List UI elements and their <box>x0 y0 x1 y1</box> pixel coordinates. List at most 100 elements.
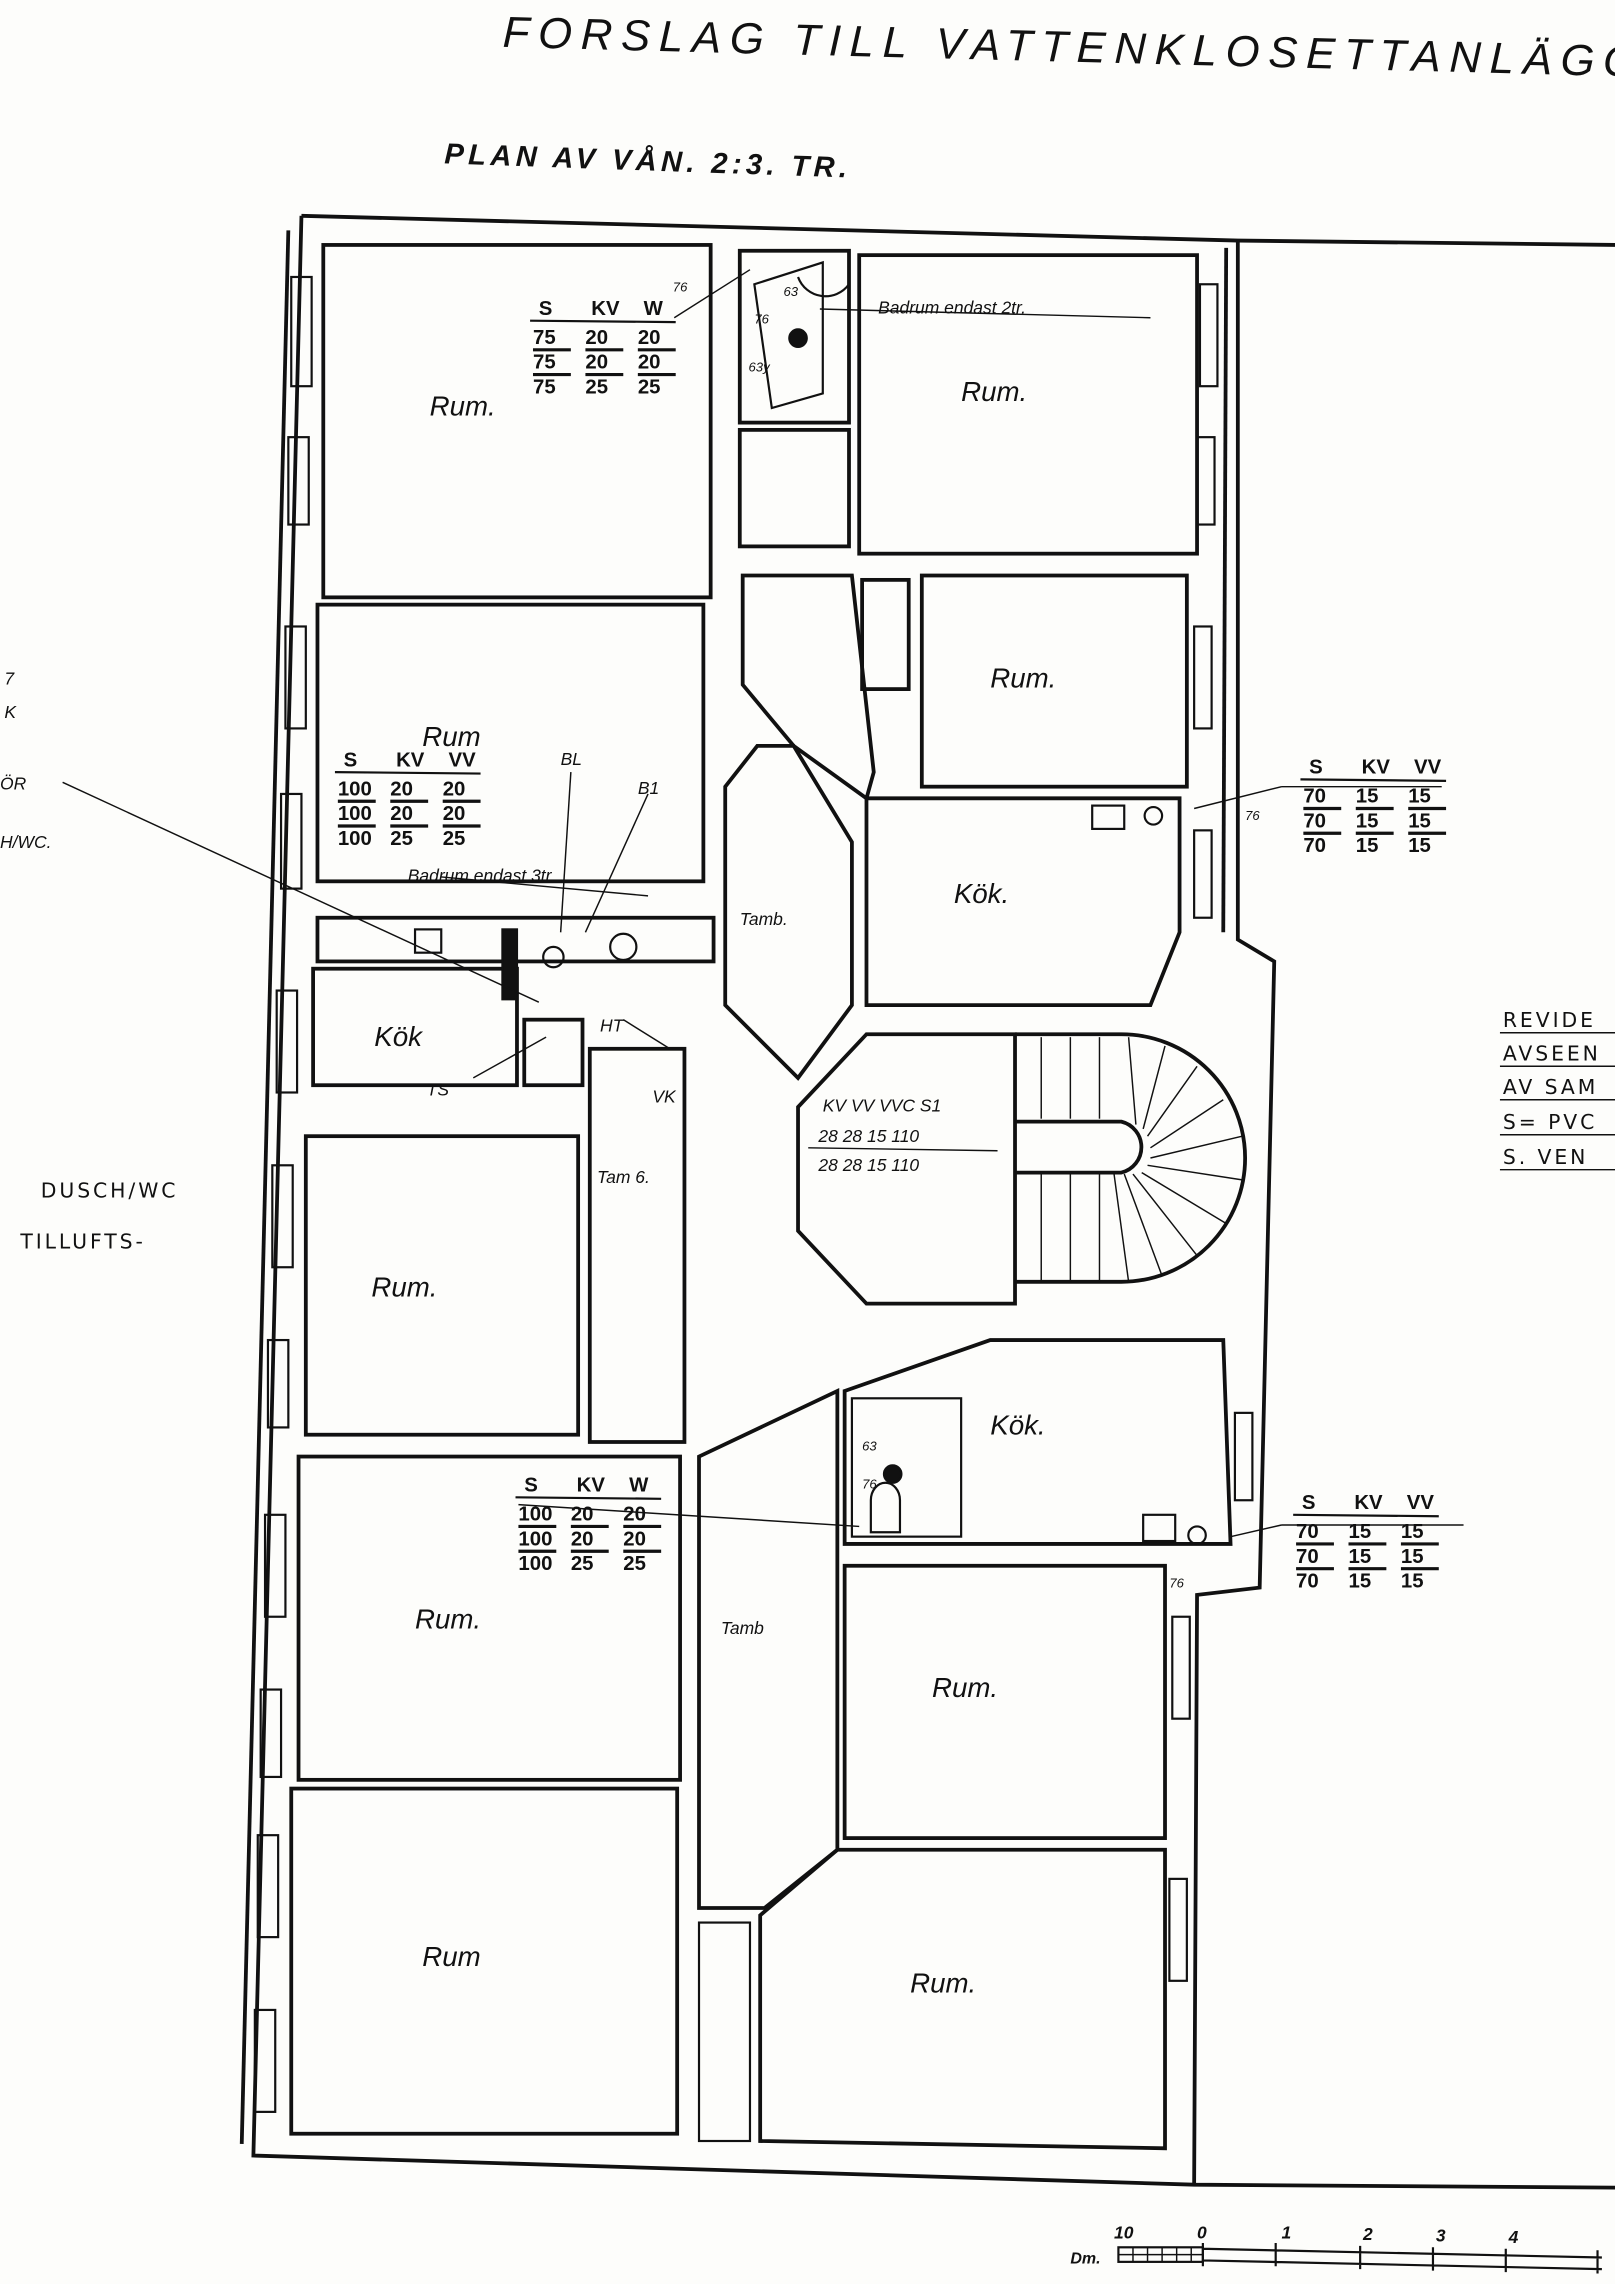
label-tamb-6: Tam 6. <box>597 1167 650 1187</box>
floor-drain-icon <box>788 328 808 348</box>
label-kok-right: Kök. <box>954 878 1009 909</box>
closet-right <box>860 577 911 691</box>
room-right-3 <box>842 1563 1167 1840</box>
label-rum-top-right: Rum. <box>961 376 1027 407</box>
pipe-table-header: VV <box>1407 1492 1435 1514</box>
pipe-table-cell: 20 <box>390 778 413 800</box>
floor-drain-lower-icon <box>882 1464 903 1484</box>
left-note: H/WC. <box>0 832 51 852</box>
scale-label: 3 <box>1436 2225 1446 2245</box>
fixtures <box>413 260 1207 1546</box>
pipe-table-header: S <box>1309 757 1323 779</box>
pipe-table-header: KV <box>1362 757 1391 779</box>
pantry-left <box>522 1017 585 1088</box>
label-rum-left-3: Rum. <box>371 1271 437 1302</box>
dim-76-bath: 76 <box>754 312 769 327</box>
pipe-table-cell: 20 <box>390 803 413 825</box>
kitchen-right <box>864 796 1182 1008</box>
label-vk: VK <box>652 1087 677 1107</box>
room-top-left <box>321 243 713 600</box>
note-bathroom-2tr: Badrum endast 2tr. <box>878 297 1026 317</box>
pipe-table-cell: 70 <box>1303 835 1326 857</box>
staircase <box>1015 1032 1248 1284</box>
pipe-table-cell: 75 <box>533 352 556 374</box>
pipe-table-cell: 20 <box>623 1504 646 1526</box>
note-bathroom-3tr: Badrum endast 3tr. <box>408 865 556 885</box>
room-right-2 <box>919 573 1189 789</box>
pipe-table-cell: 75 <box>533 376 556 398</box>
pipe-table-cell: 15 <box>1356 810 1379 832</box>
bathroom-2tr <box>737 248 851 425</box>
scale-label: 4 <box>1508 2227 1519 2247</box>
pipe-table-cell: 20 <box>638 352 661 374</box>
rooms <box>289 243 1233 2151</box>
left-note: 7 <box>4 669 15 689</box>
label-b1: B1 <box>638 778 659 798</box>
dim-63: 63 <box>783 284 798 299</box>
pipe-table-header: KV <box>396 749 425 771</box>
pipe-table-cell: 15 <box>1401 1546 1424 1568</box>
pipe-table-header: W <box>629 1475 649 1497</box>
scale-label: 10 <box>1114 2223 1134 2243</box>
room-left-4 <box>296 1454 682 1782</box>
scale-label: 1 <box>1282 2223 1292 2243</box>
pipe-table-cell: 15 <box>1408 810 1431 832</box>
hall-upper <box>740 573 876 802</box>
scale-label: 2 <box>1362 2224 1373 2244</box>
stair-table-row: 28 28 15 110 <box>817 1155 919 1175</box>
annotations: Badrum endast 2tr. Badrum endast 3tr. BL… <box>408 280 1261 1591</box>
exterior-walls <box>239 213 1615 2190</box>
room-labels: Rum. Rum. Rum. Rum Kök Kök. Tamb. Tam 6.… <box>371 376 1056 1999</box>
room-left-5 <box>289 1786 680 2136</box>
pipe-table-cell: 20 <box>585 327 608 349</box>
pipe-table-cell: 15 <box>1349 1546 1372 1568</box>
closet-lower <box>697 1921 752 2143</box>
kitchen-left <box>311 966 519 1088</box>
label-ts: TS <box>427 1079 450 1099</box>
stove-icon <box>1143 805 1164 826</box>
kitchen-lower <box>842 1338 1233 1546</box>
pipe-table-cell: 25 <box>585 376 608 398</box>
left-note: K <box>4 702 17 722</box>
floor-drain-3tr-icon <box>542 945 565 969</box>
pipe-table-cell: 25 <box>571 1553 594 1575</box>
left-note: ÖR <box>0 774 27 794</box>
pipe-table-cell: 100 <box>518 1528 552 1550</box>
room-left-3 <box>303 1134 581 1437</box>
pipe-table-cell: 20 <box>585 352 608 374</box>
stove-lower-icon <box>1187 1525 1207 1546</box>
pipe-table-cell: 20 <box>638 327 661 349</box>
pipe-table-header: KV <box>591 298 620 320</box>
stair-table-row: 28 28 15 110 <box>817 1126 919 1146</box>
radiator-icon <box>501 928 519 1001</box>
left-note-tillufts: TILLUFTS- <box>19 1229 145 1253</box>
scale-label: 0 <box>1197 2223 1207 2243</box>
pipe-table-cell: 15 <box>1401 1571 1424 1593</box>
storage-top <box>737 427 851 549</box>
label-rum-left-2: Rum <box>422 721 480 752</box>
pipe-table-cell: 15 <box>1408 786 1431 808</box>
tambour-upper <box>723 744 854 1081</box>
label-rum-right-2: Rum. <box>990 663 1056 694</box>
pipe-table-cell: 20 <box>443 803 466 825</box>
pipe-table-cell: 20 <box>571 1504 594 1526</box>
kitchen-sink-lower-icon <box>1142 1513 1177 1543</box>
pipe-table-cell: 70 <box>1296 1571 1319 1593</box>
scale-bar: Dm. 10 0 1 2 3 4 <box>1070 2223 1602 2274</box>
pipe-table-cell: 100 <box>518 1504 552 1526</box>
pipe-table-cell: 15 <box>1349 1521 1372 1543</box>
pipe-table-cell: 15 <box>1356 786 1379 808</box>
pipe-table-header: KV <box>1354 1492 1383 1514</box>
pipe-table-header: S <box>1302 1492 1316 1514</box>
label-tamb-upper: Tamb. <box>740 909 788 929</box>
kitchen-sink-icon <box>1091 804 1126 830</box>
tambour-6 <box>587 1046 687 1444</box>
pipe-table-cell: 75 <box>533 327 556 349</box>
pipe-table-header: S <box>539 298 553 320</box>
washbasin-icon <box>797 276 850 298</box>
pipe-table-cell: 70 <box>1296 1521 1319 1543</box>
room-right-4 <box>758 1847 1167 2151</box>
